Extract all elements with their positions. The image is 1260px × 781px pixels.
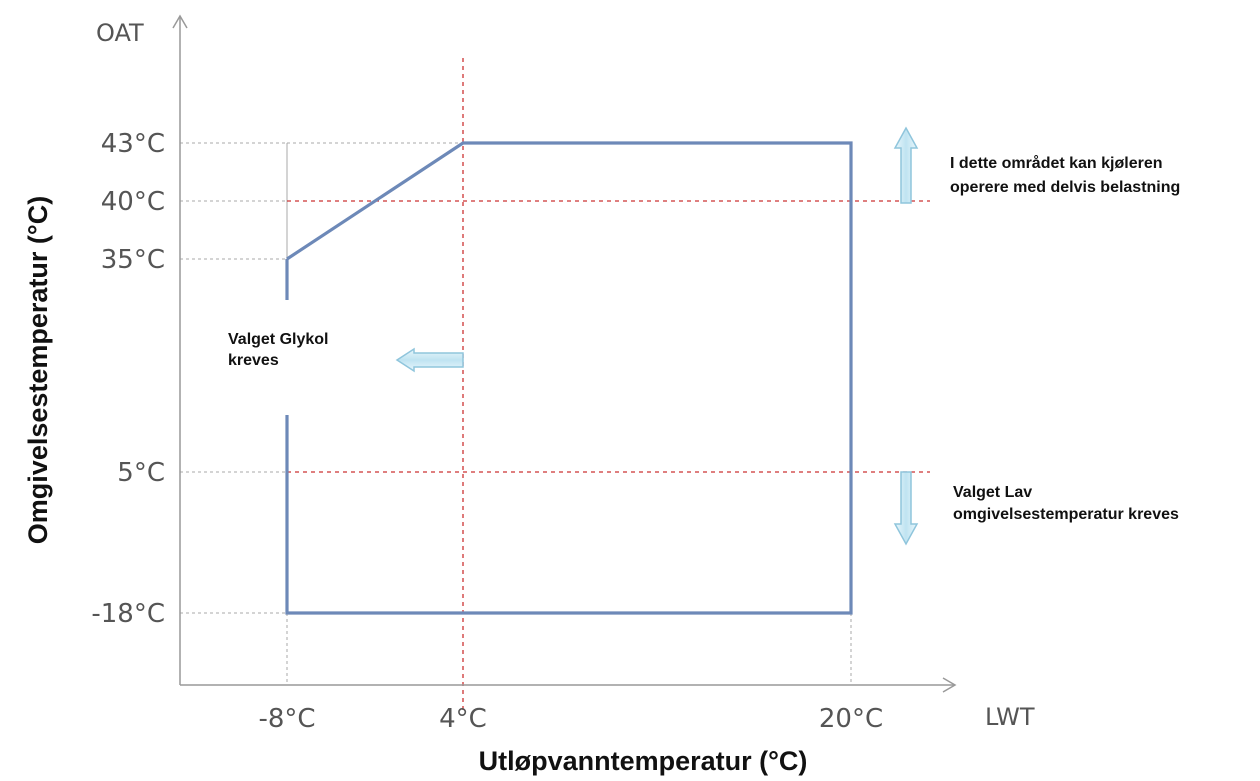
y-tick-label: -18°C: [91, 599, 165, 629]
arrow-left-icon: [395, 347, 464, 373]
x-tick-label: 4°C: [439, 704, 487, 734]
x-tick-labels: -8°C 4°C 20°C: [258, 704, 883, 734]
envelope-outline: [285, 141, 853, 615]
y-axis-name: OAT: [96, 19, 144, 47]
reference-lines: [287, 58, 930, 710]
y-axis-arrowhead: [172, 14, 188, 29]
low-ambient-note-line-2: omgivelsestemperatur kreves: [953, 506, 1179, 523]
glycol-note-line-2: kreves: [228, 352, 279, 369]
guide-lines: [180, 142, 852, 685]
x-tick-label: -8°C: [258, 704, 315, 734]
y-tick-label: 43°C: [101, 129, 165, 159]
partial-load-note: I dette området kan kjøleren operere med…: [950, 154, 1180, 196]
x-tick-label: 20°C: [819, 704, 883, 734]
y-tick-label: 40°C: [101, 187, 165, 217]
arrow-down-icon: [893, 471, 919, 546]
arrow-up-icon: [893, 126, 919, 204]
partial-load-note-line-2: operere med delvis belastning: [950, 179, 1180, 196]
low-ambient-note-line-1: Valget Lav: [953, 484, 1032, 501]
x-axis-arrowhead: [942, 677, 957, 693]
y-tick-labels: 43°C 40°C 35°C 5°C -18°C: [91, 129, 165, 629]
glycol-note: Valget Glykol kreves: [228, 331, 333, 369]
x-axis-label: Utløpvanntemperatur (°C): [479, 746, 808, 776]
operating-envelope: [285, 141, 853, 615]
low-ambient-note: Valget Lav omgivelsestemperatur kreves: [953, 484, 1179, 523]
x-axis-name: LWT: [985, 703, 1035, 731]
axes: [172, 14, 957, 693]
y-tick-label: 5°C: [117, 458, 165, 488]
glycol-note-line-1: Valget Glykol: [228, 331, 328, 348]
y-axis-label: Omgivelsestemperatur (°C): [23, 196, 53, 544]
y-tick-label: 35°C: [101, 245, 165, 275]
partial-load-note-line-1: I dette området kan kjøleren: [950, 154, 1163, 172]
